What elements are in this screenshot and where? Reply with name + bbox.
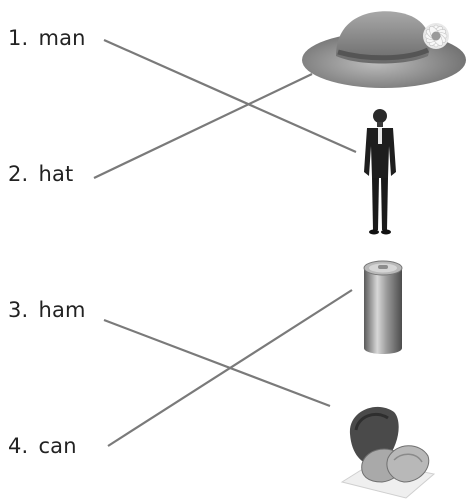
item-word: man <box>38 26 86 50</box>
hat-image <box>302 11 466 88</box>
word-item-3: 3. ham <box>8 298 86 322</box>
line-hat-to-hat-image <box>93 73 313 179</box>
word-item-1: 1. man <box>8 26 86 50</box>
line-can-to-can-image <box>107 289 353 447</box>
word-item-4: 4. can <box>8 434 77 458</box>
item-number: 4. <box>8 434 29 458</box>
ham-image <box>340 406 436 499</box>
man-image <box>364 109 396 235</box>
word-item-2: 2. hat <box>8 162 73 186</box>
item-word: can <box>38 434 77 458</box>
line-man-to-man-image <box>103 38 357 154</box>
item-number: 3. <box>8 298 29 322</box>
can-image <box>363 260 403 354</box>
line-ham-to-ham-image <box>103 318 331 408</box>
item-number: 1. <box>8 26 29 50</box>
item-word: ham <box>38 298 86 322</box>
item-word: hat <box>38 162 74 186</box>
item-number: 2. <box>8 162 29 186</box>
